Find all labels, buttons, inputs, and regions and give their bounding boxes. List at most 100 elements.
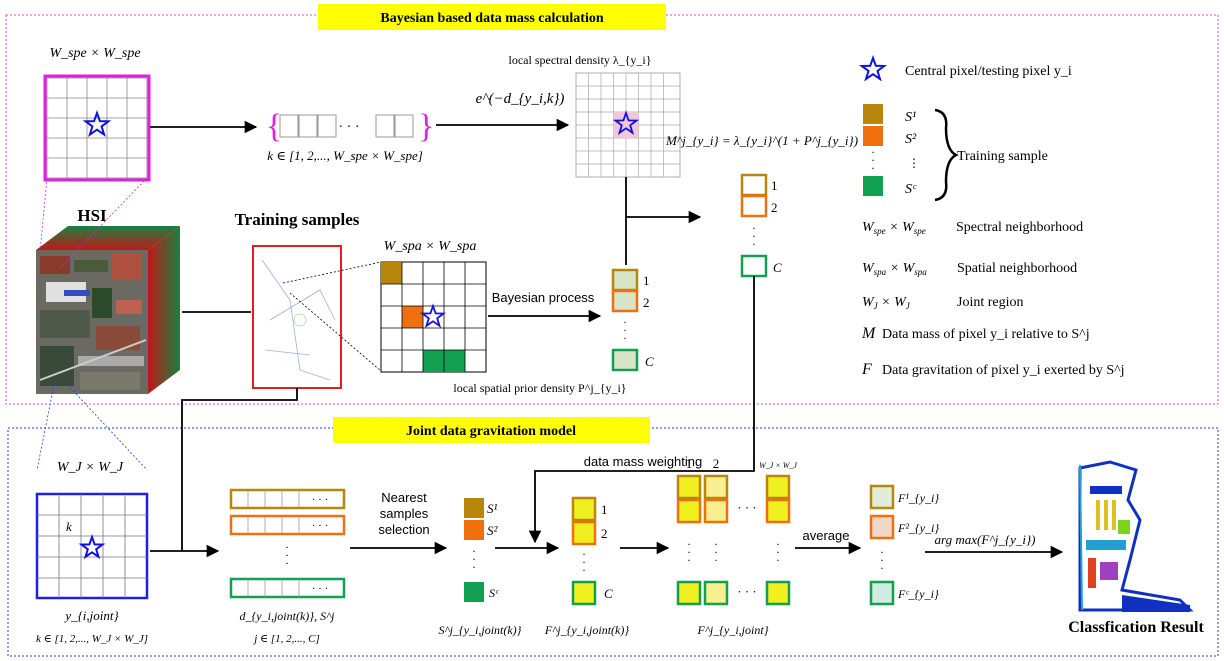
legend-central-pixel: Central pixel/testing pixel y_i xyxy=(905,64,1072,79)
svg-text:·: · xyxy=(285,556,289,570)
prior-index-C: C xyxy=(645,354,654,369)
bottom-title-box xyxy=(333,417,650,443)
y-joint-label: y_{i,joint} xyxy=(63,608,119,623)
svg-text:· · ·: · · · xyxy=(312,520,329,532)
svg-text:· · ·: · · · xyxy=(737,500,757,515)
legend-spatial-neighborhood: Spatial neighborhood xyxy=(957,261,1077,276)
f-col-wj-label: W_J × W_J xyxy=(759,461,797,470)
favg-vdots-3: · xyxy=(880,561,884,575)
classification-result-label: Classfication Result xyxy=(1068,619,1204,636)
legend-s1-label: S¹ xyxy=(905,110,916,125)
right-brace-icon: } xyxy=(418,108,434,145)
fk-index-C: C xyxy=(604,586,613,601)
distance-label: d_{y_i,joint(k)}, S^j xyxy=(240,609,336,623)
svg-text:·: · xyxy=(687,553,691,567)
prior-vdots-3: · xyxy=(623,331,627,345)
fk-index-1: 1 xyxy=(601,502,608,517)
legend-data-gravitation: Data gravitation of pixel y_i exerted by… xyxy=(882,363,1125,378)
training-down-line xyxy=(181,388,298,551)
legend-sC-label: Sᶜ xyxy=(905,182,917,197)
mass-index-C: C xyxy=(773,260,782,275)
selected-sC xyxy=(464,582,484,602)
prior-index-1: 1 xyxy=(643,273,650,288)
prior-index-2: 2 xyxy=(643,295,650,310)
exp-formula: e^(−d_{y_i,k}) xyxy=(476,91,565,107)
mass-vdots-3: · xyxy=(752,237,756,251)
sequence-ellipsis: · · · xyxy=(339,120,360,135)
favg-vdots-2: · xyxy=(880,553,884,567)
training-samples-label: Training samples xyxy=(235,210,360,229)
legend-s2-swatch xyxy=(863,126,883,146)
legend-vdots-2: · xyxy=(871,153,875,167)
density-star-icon xyxy=(612,110,640,136)
hsi-link-bottom-right xyxy=(64,381,148,471)
legend-label-vdots: ⋮ xyxy=(908,156,920,170)
legend-spectral-neighborhood: Spectral neighborhood xyxy=(956,220,1083,235)
training-samples-map xyxy=(252,245,342,389)
mass-formula: M^j_{y_i} = λ_{y_i}^(1 + P^j_{y_i}) xyxy=(665,133,858,148)
local-spatial-prior-label: local spatial prior density P^j_{y_i} xyxy=(453,381,626,395)
spatial-cell-s2 xyxy=(402,306,423,328)
mass-index-1: 1 xyxy=(771,178,778,193)
spectral-grid-lines xyxy=(47,78,147,178)
selected-vdots-1: · xyxy=(472,544,476,558)
bottom-section-title: Joint data gravitation model xyxy=(406,424,576,439)
hsi-side-face xyxy=(148,226,180,394)
training-map-texture xyxy=(261,259,336,381)
mass-vdots-2: · xyxy=(752,229,756,243)
joint-k-label: k xyxy=(66,519,72,534)
top-section-title: Bayesian based data mass calculation xyxy=(380,11,603,26)
legend-vdots-3: · xyxy=(871,161,875,175)
legend-s1-swatch xyxy=(863,104,883,124)
spectral-window-border xyxy=(43,74,151,182)
hsi-link-top-right xyxy=(59,177,148,269)
spectral-window-label: W_spe × W_spe xyxy=(49,46,140,61)
legend-joint-region: Joint region xyxy=(957,295,1024,310)
fk-vdots-1: · xyxy=(582,547,586,561)
selected-sC-label: Sᶜ xyxy=(489,586,499,600)
favg-vdots-1: · xyxy=(880,545,884,559)
legend-vdots: · xyxy=(871,145,875,159)
argmax-label: arg max(F^j_{y_i}) xyxy=(935,532,1036,547)
legend-brace-icon xyxy=(934,108,959,202)
selected-vdots-3: · xyxy=(472,560,476,574)
hsi-top-face xyxy=(36,226,180,250)
mass-box-2 xyxy=(740,194,768,218)
mass-weighting-line xyxy=(528,276,755,544)
mass-index-2: 2 xyxy=(771,200,778,215)
spectral-grid-bg xyxy=(46,77,148,179)
spatial-grid-lines xyxy=(381,262,486,372)
spectral-sequence xyxy=(279,114,414,138)
prior-box-C xyxy=(611,348,639,372)
f-joint-columns: · · · · · · · · · · · · · · · xyxy=(676,474,791,606)
legend-spatial-symbol: Wspa × Wspa xyxy=(862,261,927,277)
f-col-1-label: 1 xyxy=(686,456,693,471)
selected-s2 xyxy=(464,520,484,540)
hsi-label: HSI xyxy=(77,206,107,225)
legend-star-icon xyxy=(858,55,888,82)
prior-vdots-1: · xyxy=(623,315,627,329)
mass-vdots-1: · xyxy=(752,221,756,235)
svg-text:·: · xyxy=(285,548,289,562)
hsi-image-texture xyxy=(39,254,147,390)
prior-box-1 xyxy=(611,268,639,292)
f-joint-k-label: F^j_{y_i,joint(k)} xyxy=(544,623,630,637)
selected-s2-label: S² xyxy=(487,523,499,538)
left-brace-icon: { xyxy=(266,108,282,145)
legend-mass-symbol: M xyxy=(861,325,877,342)
svg-text:· · ·: · · · xyxy=(312,494,329,506)
spatial-window-label: W_spa × W_spa xyxy=(384,239,477,254)
f-joint-label: F^j_{y_i,joint} xyxy=(697,623,769,637)
selected-s1 xyxy=(464,498,484,518)
svg-text:·: · xyxy=(714,545,718,559)
legend-joint-symbol: WJ × WJ xyxy=(862,295,911,311)
data-mass-weighting-label: data mass weighting xyxy=(584,454,703,469)
svg-text:·: · xyxy=(714,553,718,567)
legend-data-mass: Data mass of pixel y_i relative to S^j xyxy=(882,327,1090,342)
hsi-link-top-left xyxy=(39,177,48,253)
spatial-cell-s1 xyxy=(381,262,402,284)
favg-box-1 xyxy=(869,484,895,510)
j-range-label: j ∈ [1, 2,..., C] xyxy=(252,633,320,645)
